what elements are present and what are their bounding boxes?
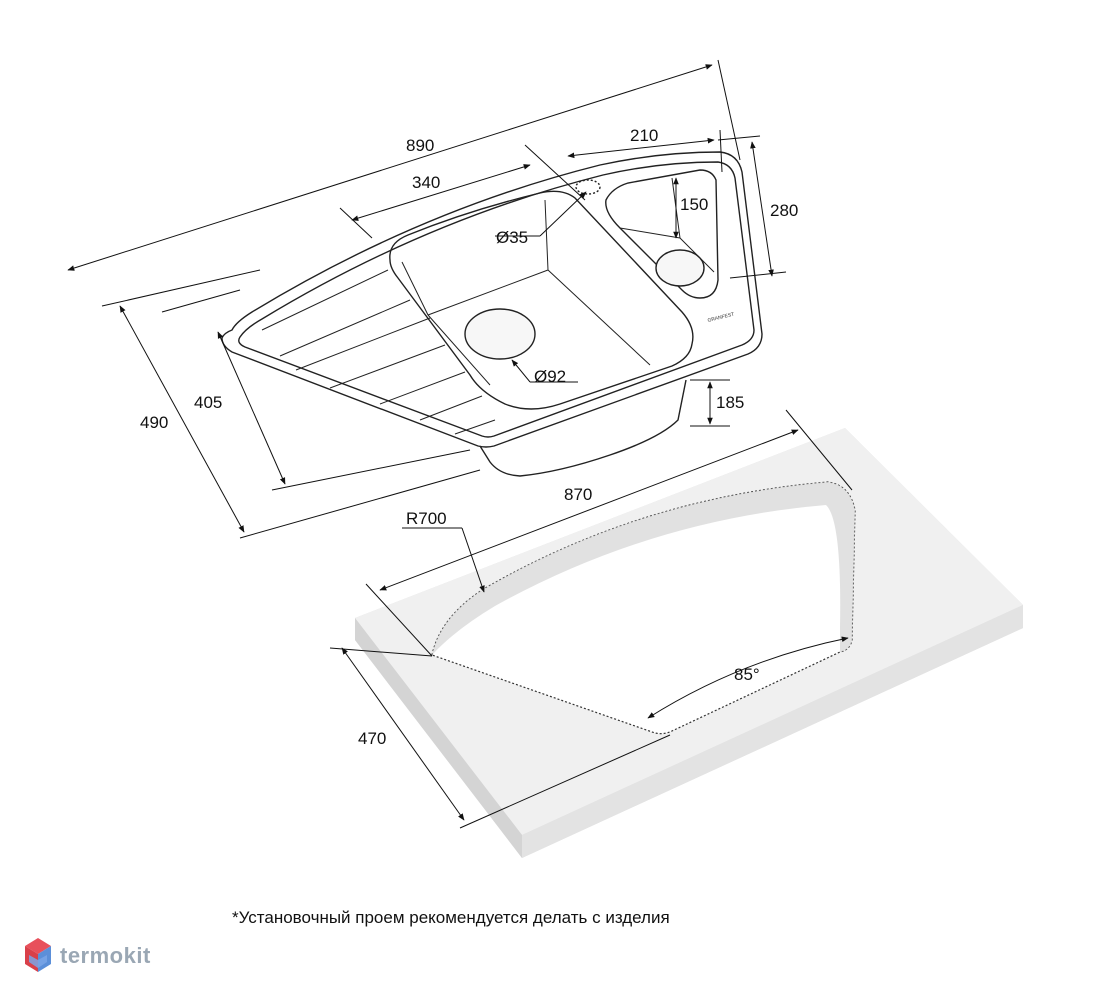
dim-280: 280	[770, 201, 798, 220]
dim-210: 210	[630, 126, 658, 145]
installation-note: *Установочный проем рекомендуется делать…	[232, 908, 670, 927]
dim-angle: 85°	[734, 665, 760, 684]
dim-340: 340	[412, 173, 440, 192]
dim-185: 185	[716, 393, 744, 412]
dimension-lines	[67, 59, 853, 829]
dim-890: 890	[406, 136, 434, 155]
brand-name: termokit	[60, 943, 151, 968]
dim-150: 150	[680, 195, 708, 214]
dim-r700: R700	[406, 509, 447, 528]
sink-technical-drawing: GRANFEST	[67, 59, 1023, 858]
dim-drain-hole: Ø92	[534, 367, 566, 386]
dim-870: 870	[564, 485, 592, 504]
dim-470: 470	[358, 729, 386, 748]
brand-watermark: termokit	[24, 936, 151, 976]
termokit-logo-icon	[25, 938, 51, 972]
dim-405: 405	[194, 393, 222, 412]
dim-490: 490	[140, 413, 168, 432]
dimension-labels: 890 340 210 150 280 Ø35 Ø92 185 405 490 …	[140, 126, 798, 748]
dim-tap-hole: Ø35	[496, 228, 528, 247]
